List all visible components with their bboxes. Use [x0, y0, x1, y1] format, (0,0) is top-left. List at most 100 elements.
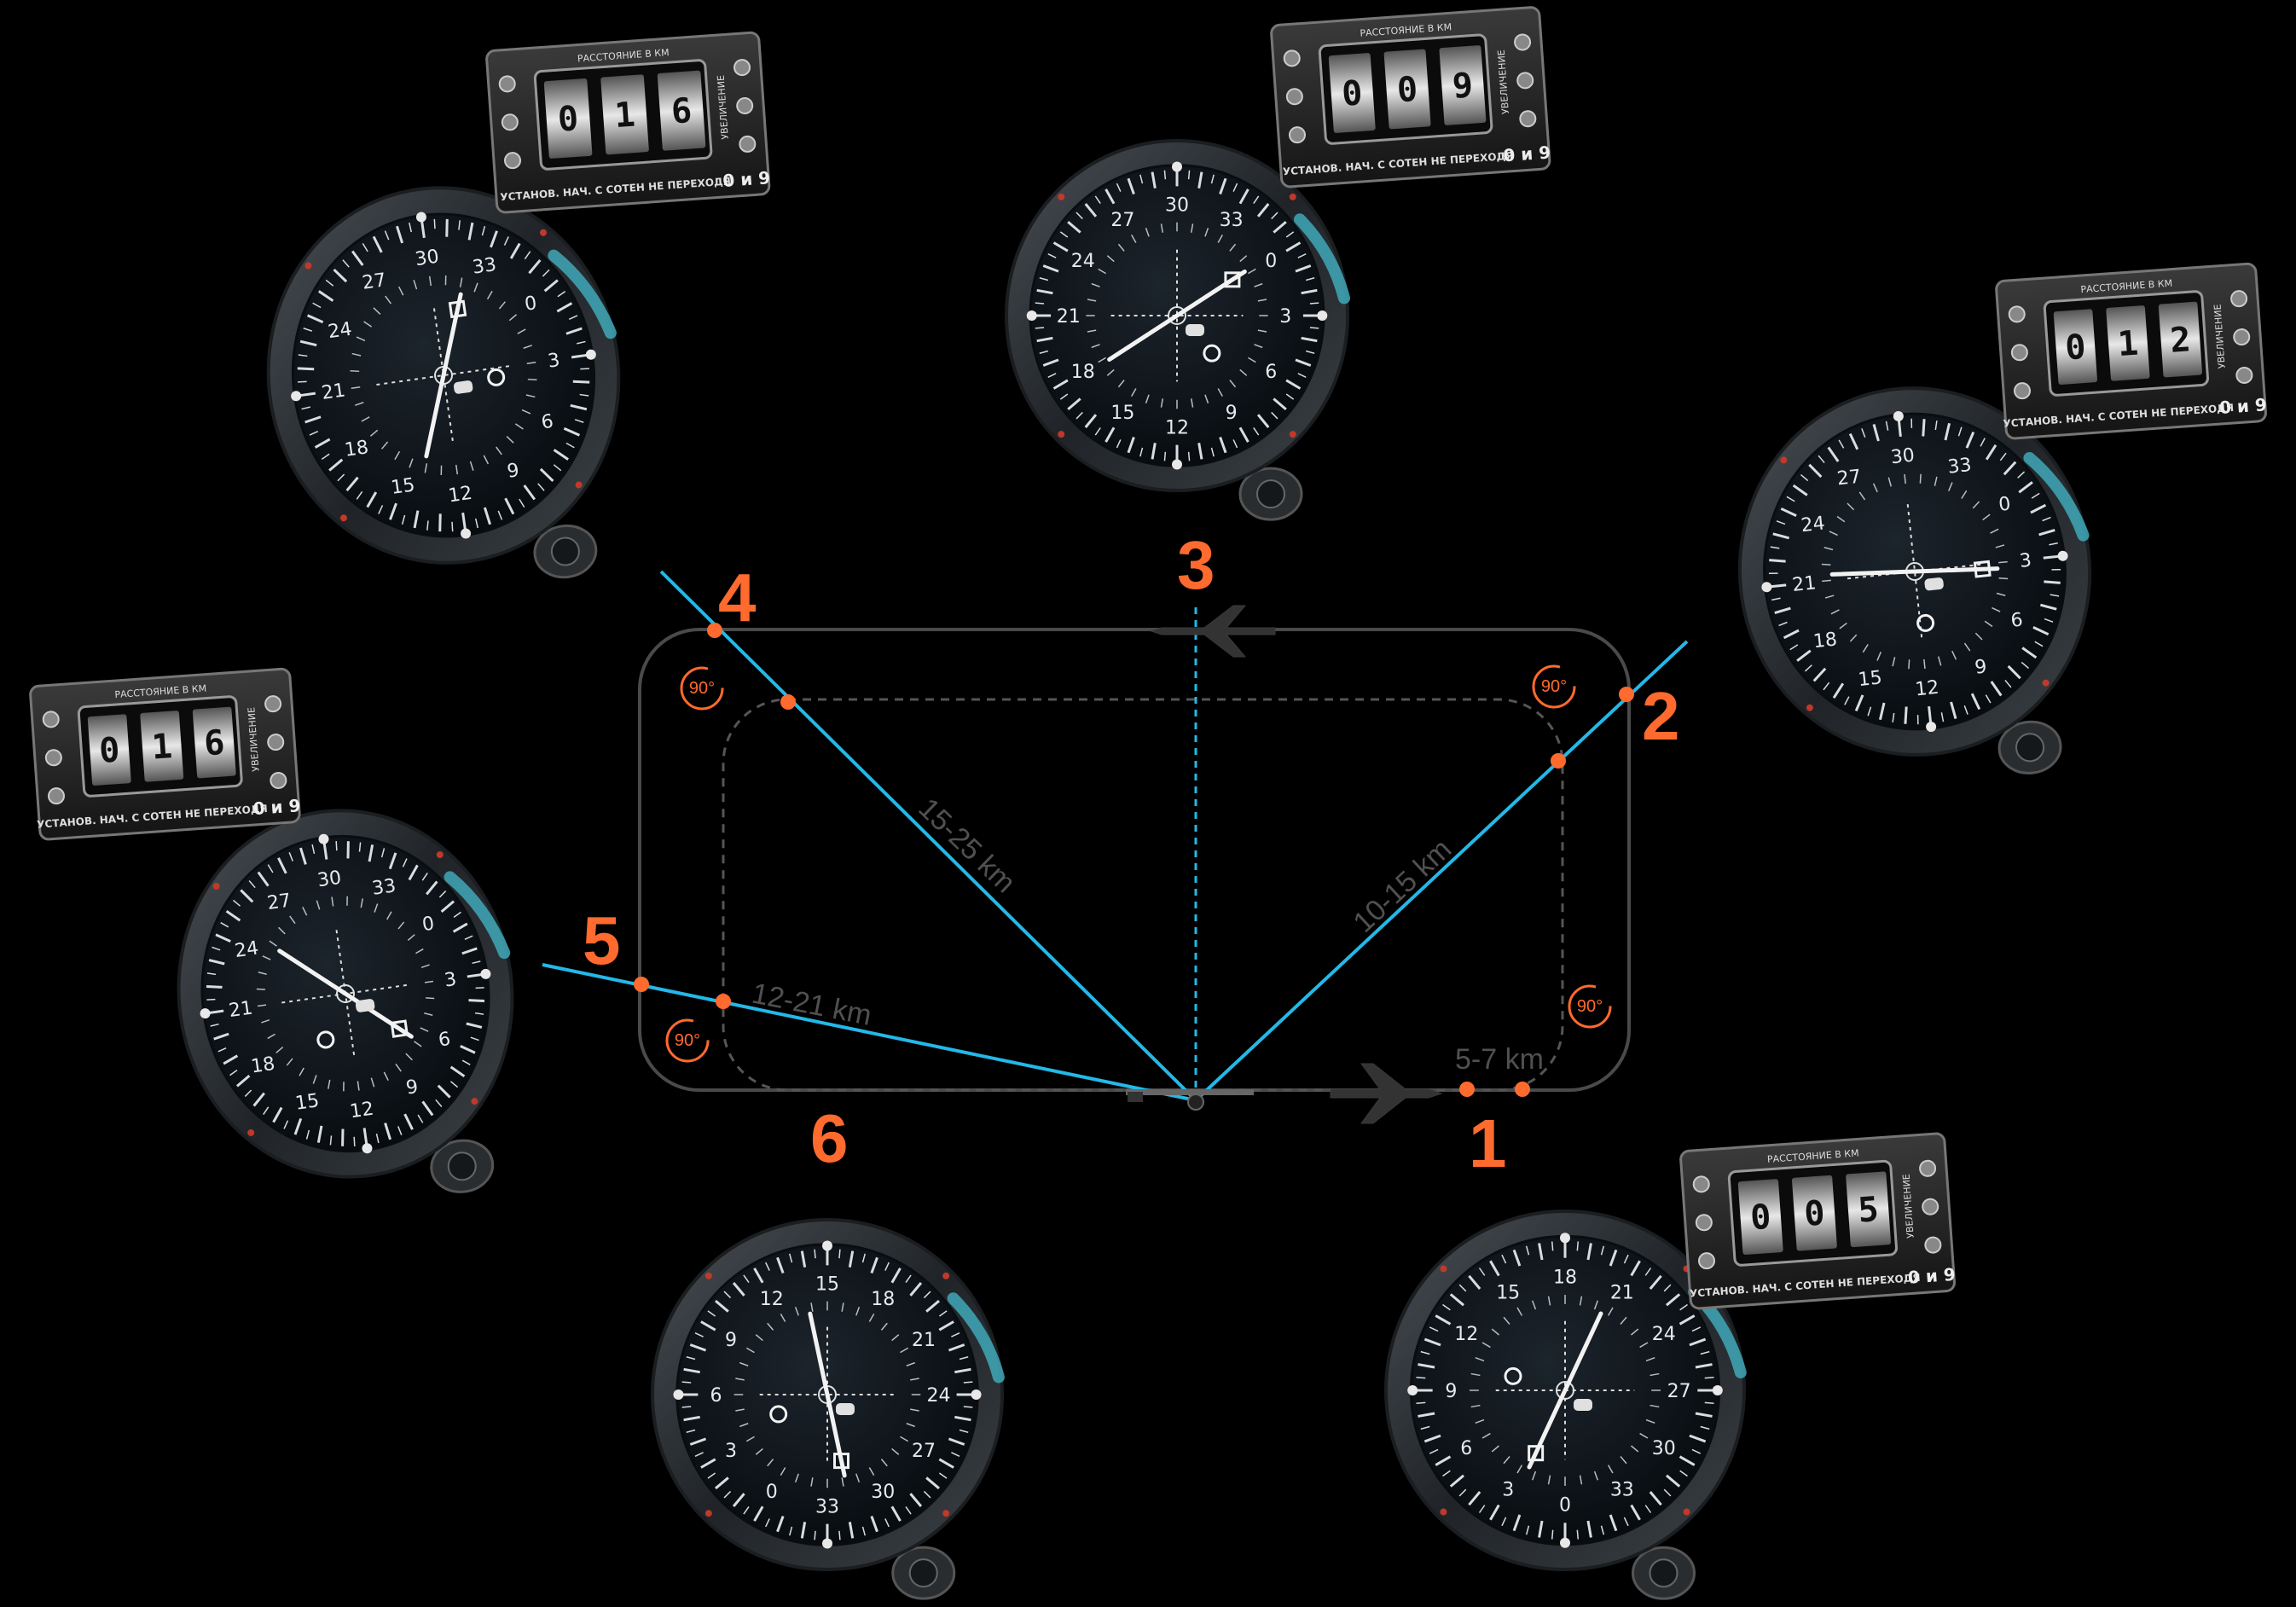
inner-tick [1995, 544, 2005, 548]
inner-tick [1204, 228, 1209, 237]
scale-tick [1832, 682, 1845, 699]
inner-tick [900, 1347, 909, 1354]
scale-tick [438, 513, 442, 532]
scale-tick [1904, 706, 1908, 724]
scale-number: 21 [912, 1330, 936, 1351]
scale-number: 18 [871, 1289, 895, 1310]
scale-tick [474, 1012, 484, 1015]
scale-tick [923, 1291, 931, 1299]
scale-number: 9 [725, 1330, 737, 1351]
counter-drum [1792, 1175, 1837, 1251]
inner-tick [261, 1018, 270, 1024]
inner-tick [1607, 1307, 1614, 1316]
counter-digit: 2 [2169, 320, 2192, 361]
scale-tick [272, 1106, 283, 1123]
bearing-line-4 [659, 570, 1197, 1102]
scale-number: 15 [1496, 1282, 1520, 1303]
scale-number: 30 [1890, 445, 1916, 469]
scale-tick [519, 498, 525, 508]
inner-tick [1248, 268, 1256, 275]
scale-tick [2043, 554, 2061, 560]
screw-icon [1698, 1252, 1716, 1270]
scale-tick [537, 483, 545, 491]
bezel-screw [942, 1272, 950, 1279]
scale-tick [1429, 1326, 1439, 1332]
scale-tick [453, 911, 461, 918]
scale-tick [314, 438, 331, 449]
inner-tick [1087, 299, 1097, 302]
scale-tick [333, 268, 348, 283]
inner-tick [354, 402, 364, 406]
scale-number: 0 [766, 1482, 778, 1503]
inner-tick [1822, 579, 1831, 583]
scale-tick [1105, 189, 1116, 205]
inner-tick [794, 1473, 799, 1482]
scale-tick [686, 1429, 696, 1433]
inner-tick [1531, 1300, 1537, 1310]
scale-tick [1772, 532, 1790, 540]
scale-tick [225, 909, 241, 922]
scale-tick [1838, 439, 1845, 449]
inner-tick [1961, 490, 1968, 499]
scale-tick [322, 842, 328, 860]
scale-tick [1689, 1337, 1707, 1347]
scale-tick [305, 1129, 310, 1140]
inner-tick [407, 934, 415, 941]
waypoint-dot [1551, 753, 1566, 769]
aircraft-icon-inbound [1150, 605, 1276, 658]
scale-tick [2018, 481, 2033, 494]
scale-tick [723, 1490, 732, 1499]
scale-tick [890, 1505, 902, 1522]
inner-tick [424, 980, 434, 983]
bearing-line-5 [542, 963, 1197, 1102]
counter-drum [1328, 53, 1376, 133]
inner-tick [1645, 1418, 1655, 1424]
scale-number: 15 [1857, 667, 1882, 691]
scale-number: 9 [1974, 656, 1988, 678]
inner-tick [1972, 501, 1980, 509]
scale-number: 9 [404, 1076, 419, 1099]
inner-tick [1091, 344, 1100, 349]
scale-tick [2021, 661, 2030, 670]
inner-tick [346, 896, 348, 906]
scale-number: 6 [1460, 1438, 1472, 1459]
scale-tick [568, 315, 578, 320]
scale-tick [236, 1074, 251, 1088]
inner-tick [1204, 394, 1209, 403]
index-marker [415, 212, 426, 223]
scale-tick [421, 872, 428, 881]
screw-icon [2230, 290, 2248, 308]
center-ring [434, 366, 453, 385]
bezel-reflection [548, 249, 617, 339]
scale-tick [1210, 174, 1215, 184]
scale-tick [1285, 241, 1302, 252]
scale-tick [1256, 414, 1270, 428]
inner-tick [498, 301, 506, 310]
scale-tick [372, 235, 383, 253]
scale-tick [1458, 1488, 1467, 1497]
screw-icon [1285, 88, 1303, 106]
scale-tick [408, 864, 419, 881]
counter-drum [1846, 1171, 1892, 1248]
counter-digit: 0 [1341, 73, 1364, 114]
inner-tick [1257, 299, 1267, 302]
scale-number: 24 [926, 1385, 950, 1407]
scale-tick [1094, 195, 1101, 205]
scale-tick [2032, 625, 2050, 636]
inner-tick [1620, 1455, 1627, 1465]
scale-tick [2051, 568, 2061, 571]
scale-tick [579, 393, 589, 397]
scale-number: 33 [1610, 1480, 1634, 1501]
scale-tick [800, 1522, 807, 1539]
inner-tick [523, 345, 533, 349]
inner-tick [302, 906, 308, 916]
turn-badge: 90° [1568, 984, 1612, 1029]
distance-label-leg1: 5-7 km [1455, 1043, 1544, 1076]
scale-tick [1084, 203, 1098, 218]
scale-tick [1076, 212, 1083, 220]
knob-cap [447, 1152, 477, 1181]
scale-tick [325, 279, 334, 287]
bearing-marker [1203, 344, 1221, 363]
scale-tick [565, 327, 583, 335]
